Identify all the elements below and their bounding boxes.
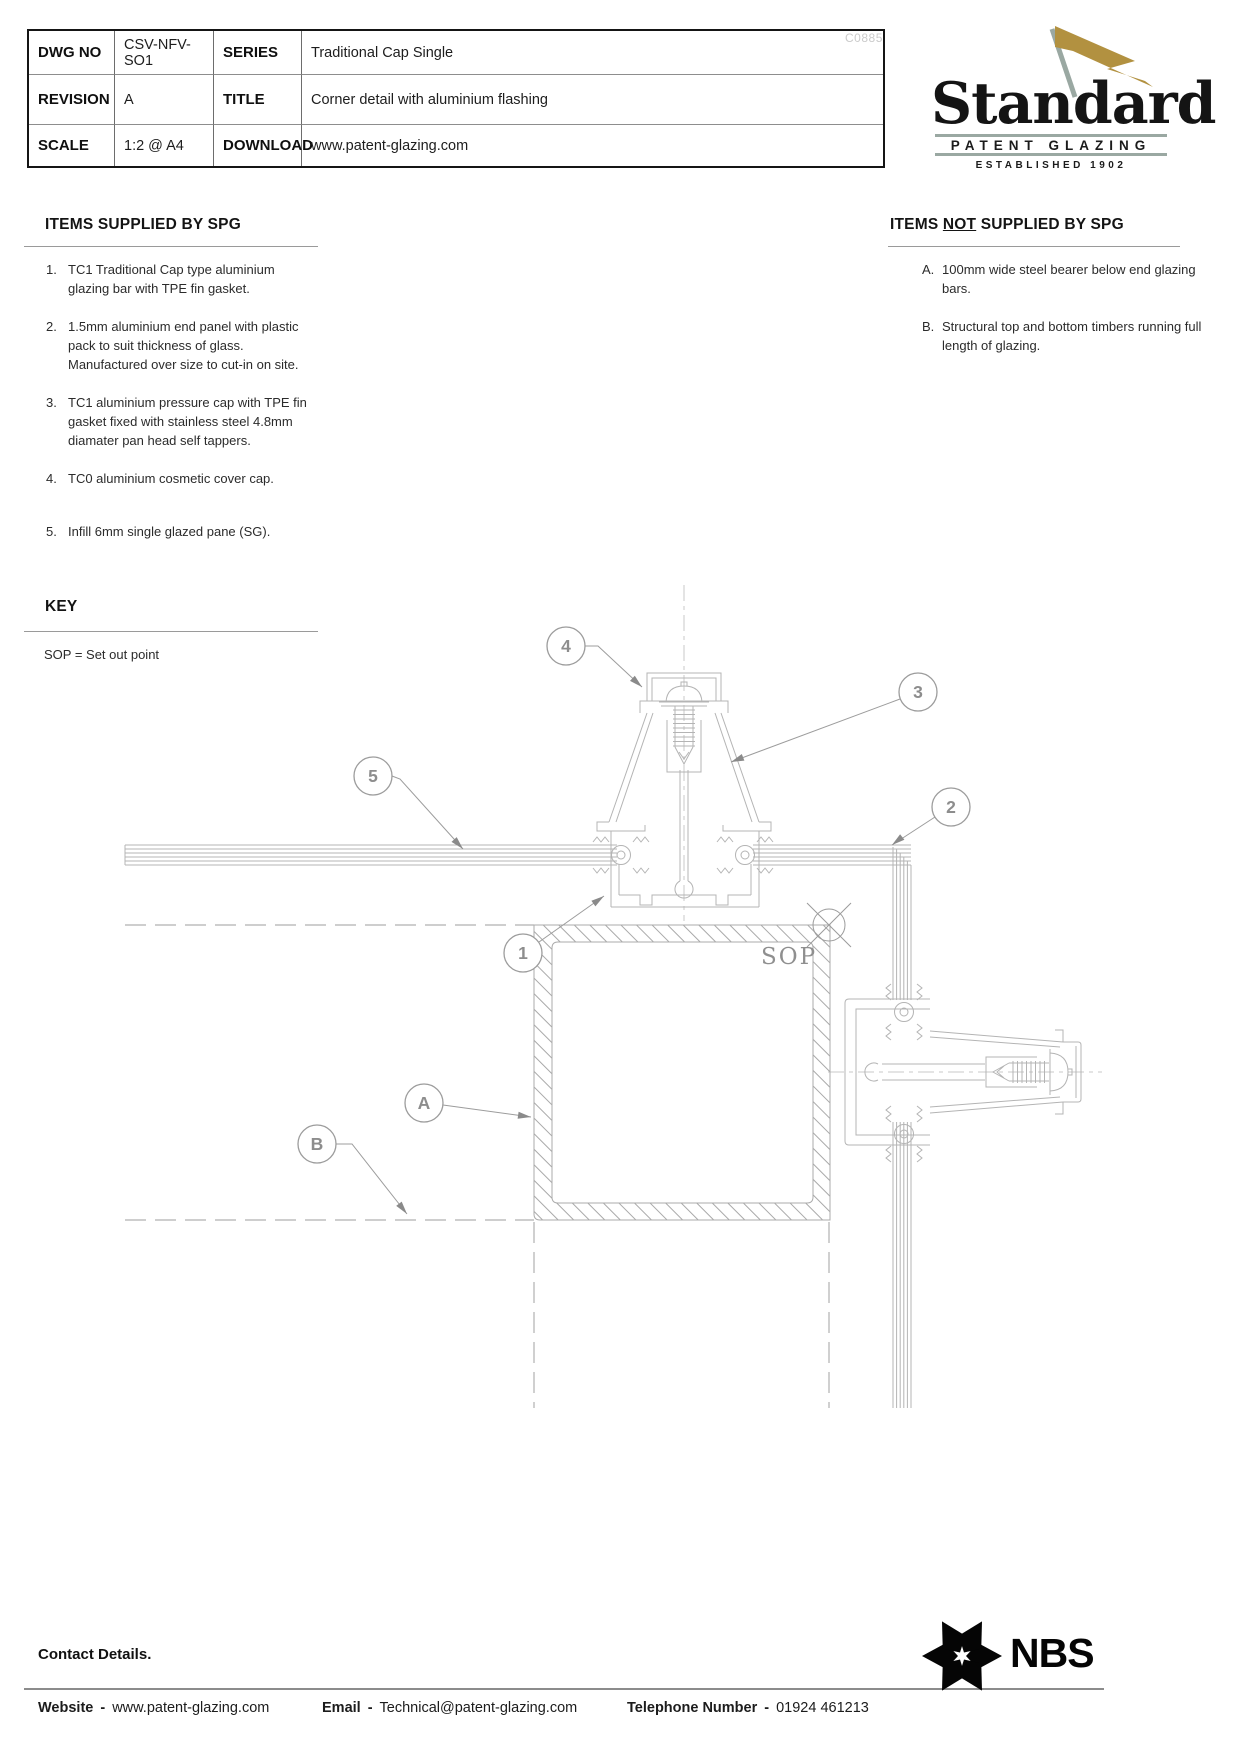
items-supplied-heading: ITEMS SUPPLIED BY SPG — [45, 216, 241, 233]
download-label: DOWNLOAD — [214, 125, 313, 166]
phone-value: 01924 461213 — [776, 1700, 869, 1716]
dwg-no-label: DWG NO — [29, 31, 115, 75]
item-text: 1.5mm aluminium end panel with plastic p… — [68, 319, 299, 372]
dashed-reference-lines — [125, 924, 830, 1408]
items-supplied-list: 1. TC1 Traditional Cap type aluminium gl… — [46, 260, 314, 560]
item-letter: A. — [922, 262, 935, 277]
series-label: SERIES — [214, 31, 302, 75]
download-value: www.patent-glazing.com — [311, 137, 469, 154]
item-text: Structural top and bottom timbers runnin… — [942, 319, 1202, 353]
heading-post: SUPPLIED BY SPG — [976, 216, 1124, 233]
gasket-cluster — [716, 836, 774, 874]
dwg-no-value: CSV-NFV-SO1 — [115, 31, 214, 75]
glass-pane-lines — [124, 844, 911, 866]
steel-bearer-hatched — [533, 924, 831, 1221]
svg-text:1: 1 — [518, 943, 528, 963]
footer-email: Email-Technical@patent-glazing.com — [322, 1700, 577, 1716]
footer-phone: Telephone Number-01924 461213 — [627, 1700, 869, 1716]
callout-A: A — [404, 1083, 444, 1123]
footer-website: Website-www.patent-glazing.com — [38, 1700, 269, 1716]
item-number: 2. — [46, 319, 57, 334]
lower-glass-lines — [892, 1122, 912, 1408]
callout-leaders — [336, 645, 936, 1215]
svg-text:A: A — [418, 1093, 431, 1113]
website-label: Website — [38, 1700, 94, 1716]
svg-text:3: 3 — [913, 682, 923, 702]
item-number: 3. — [46, 395, 57, 410]
list-item: A. 100mm wide steel bearer below end gla… — [922, 260, 1210, 298]
title-block-table: DWG NO CSV-NFV-SO1 SERIES Traditional Ca… — [27, 29, 885, 168]
nbs-wordmark: NBS — [1010, 1630, 1095, 1676]
logo-established: ESTABLISHED 1902 — [975, 160, 1127, 171]
title-label: TITLE — [214, 75, 302, 125]
list-item: 2. 1.5mm aluminium end panel with plasti… — [46, 317, 314, 374]
item-number: 4. — [46, 471, 57, 486]
separator-dash: - — [764, 1700, 770, 1716]
contact-heading: Contact Details. — [38, 1646, 152, 1663]
scale-value: 1:2 @ A4 — [115, 125, 214, 166]
logo-rule-top — [935, 134, 1167, 137]
revision-value: A — [115, 75, 214, 125]
item-text: Infill 6mm single glazed pane (SG). — [68, 524, 271, 539]
sop-marker — [806, 902, 852, 948]
list-item: 4. TC0 aluminium cosmetic cover cap. — [46, 469, 314, 488]
callout-2: 2 — [931, 787, 971, 827]
item-number: 5. — [46, 524, 57, 539]
logo-subtitle: PATENT GLAZING — [950, 138, 1152, 153]
svg-text:4: 4 — [561, 636, 571, 656]
revision-label: REVISION — [29, 75, 115, 125]
sop-label: SOP — [761, 944, 817, 970]
heading-not: NOT — [942, 216, 977, 233]
callout-B: B — [297, 1124, 337, 1164]
svg-text:2: 2 — [946, 797, 956, 817]
list-item: 5. Infill 6mm single glazed pane (SG). — [46, 522, 314, 541]
website-value: www.patent-glazing.com — [112, 1700, 270, 1716]
list-item: 1. TC1 Traditional Cap type aluminium gl… — [46, 260, 314, 298]
items-not-supplied-rule — [888, 246, 1180, 247]
end-bar-section — [844, 998, 1082, 1146]
email-label: Email — [322, 1700, 361, 1716]
item-letter: B. — [922, 319, 935, 334]
callout-5: 5 — [353, 756, 393, 796]
sheet-watermark: C0885 — [845, 31, 883, 45]
separator-dash: - — [367, 1700, 373, 1716]
callout-1: 1 — [503, 933, 543, 973]
nbs-logo: NBS — [920, 1612, 1120, 1704]
key-heading: KEY — [45, 598, 78, 615]
scale-label: SCALE — [29, 125, 115, 166]
svg-text:5: 5 — [368, 766, 378, 786]
glazing-bar-cap-section — [596, 672, 772, 908]
flag-icon — [1049, 26, 1153, 98]
item-text: 100mm wide steel bearer below end glazin… — [942, 262, 1196, 296]
technical-drawing: SOP — [124, 585, 1102, 1408]
svg-text:B: B — [311, 1134, 324, 1154]
title-value: Corner detail with aluminium flashing — [302, 75, 883, 125]
item-text: TC1 Traditional Cap type aluminium glazi… — [68, 262, 275, 296]
item-number: 1. — [46, 262, 57, 277]
item-text: TC0 aluminium cosmetic cover cap. — [68, 471, 274, 486]
heading-pre: ITEMS — [890, 216, 943, 233]
items-not-supplied-list: A. 100mm wide steel bearer below end gla… — [922, 260, 1210, 374]
callout-3: 3 — [898, 672, 938, 712]
list-item: B. Structural top and bottom timbers run… — [922, 317, 1210, 355]
email-value: Technical@patent-glazing.com — [379, 1700, 578, 1716]
separator-dash: - — [100, 1700, 106, 1716]
logo-rule-bottom — [935, 153, 1167, 156]
flashing-vertical-lines — [892, 847, 912, 1000]
phone-label: Telephone Number — [627, 1700, 758, 1716]
list-item: 3. TC1 aluminium pressure cap with TPE f… — [46, 393, 314, 450]
item-text: TC1 aluminium pressure cap with TPE fin … — [68, 395, 307, 448]
series-value: Traditional Cap Single — [302, 31, 883, 75]
company-logo: Standard PATENT GLAZING ESTABLISHED 1902 — [925, 15, 1217, 180]
items-not-supplied-heading: ITEMS NOT SUPPLIED BY SPG — [890, 216, 1124, 234]
gasket-cluster — [592, 836, 650, 874]
key-note: SOP = Set out point — [44, 647, 160, 662]
items-supplied-rule — [24, 246, 318, 247]
callout-4: 4 — [546, 626, 586, 666]
nbs-flower-icon — [922, 1621, 1002, 1691]
logo-wordmark: Standard — [931, 70, 1217, 137]
key-rule — [24, 631, 318, 632]
footer-rule — [24, 1688, 1104, 1690]
